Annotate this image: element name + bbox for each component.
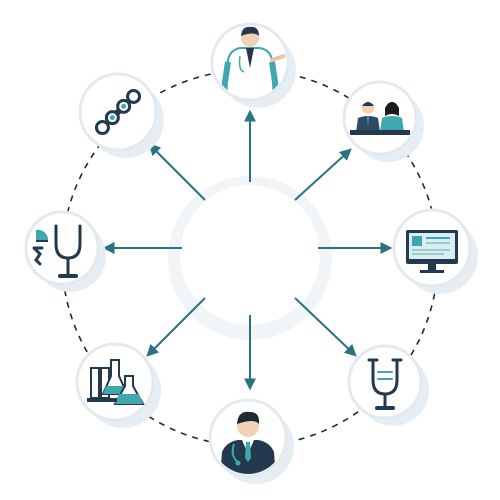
arrow-to-laboratory <box>146 297 206 357</box>
central-hub <box>168 176 332 340</box>
node-bone[interactable] <box>78 72 164 158</box>
arrow-to-bone <box>148 143 206 201</box>
bone-implant-icon <box>94 88 142 136</box>
doctor-team-icon <box>350 102 410 135</box>
node-medical-monitor[interactable] <box>392 208 478 294</box>
arrows <box>102 109 393 391</box>
arrow-to-stethoscope <box>294 297 357 357</box>
stethoscope-icon <box>367 358 403 410</box>
node-laboratory[interactable] <box>75 342 161 428</box>
node-doctor-team[interactable] <box>342 80 424 162</box>
arrow-to-doctor-team <box>294 148 352 201</box>
node-stethoscope-tools[interactable] <box>24 210 106 292</box>
medical-record-monitor-icon <box>406 230 458 273</box>
stethoscope-tools-icon <box>32 224 82 278</box>
node-doctor-presenting[interactable] <box>210 22 296 108</box>
physician-icon <box>220 411 276 474</box>
laboratory-flasks-icon <box>87 359 145 405</box>
node-physician[interactable] <box>208 398 294 484</box>
node-stethoscope[interactable] <box>347 344 429 426</box>
